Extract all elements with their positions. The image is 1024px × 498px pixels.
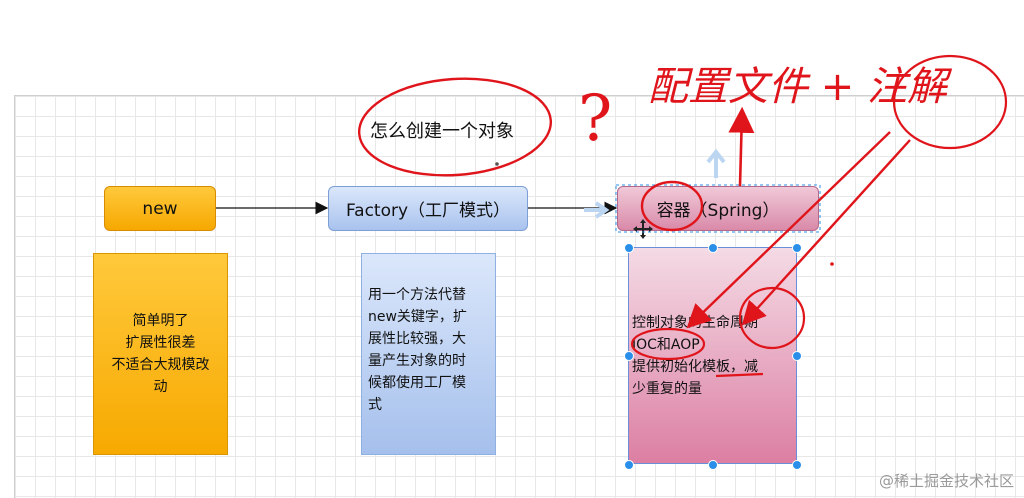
- diagram-title[interactable]: 怎么创建一个对象: [370, 121, 514, 142]
- title-circle: [357, 77, 553, 177]
- ioc-circle: [630, 327, 706, 361]
- resize-handle[interactable]: [708, 460, 718, 470]
- note-container[interactable]: 控制对象的生命周期 IOC和AOP 提供初始化模板，减 少重复的量: [628, 247, 797, 464]
- question-mark: ?: [578, 82, 612, 156]
- note-container-line: 少重复的量: [632, 381, 702, 397]
- note-new-line: 简单明了: [132, 313, 189, 329]
- note-new-line: 动: [153, 379, 168, 395]
- template-underline: [715, 372, 764, 378]
- move-cursor-icon: [633, 219, 653, 239]
- node-new[interactable]: new: [104, 186, 216, 231]
- note-factory[interactable]: 用一个方法代替 new关键字，扩 展性比较强，大 量产生对象的时 候都使用工厂模…: [361, 253, 496, 455]
- note-factory-line: 展性比较强，大: [368, 331, 466, 347]
- resize-handle[interactable]: [624, 351, 634, 361]
- note-container-line: IOC和AOP: [632, 337, 700, 353]
- note-new[interactable]: 简单明了 扩展性很差 不适合大规模改 动: [93, 253, 228, 455]
- node-factory-label: Factory（工厂模式）: [345, 201, 511, 221]
- lifecycle-circle: [738, 286, 806, 350]
- hover-arrow-icon: [584, 201, 610, 219]
- note-container-line: 提供初始化模板，减: [632, 359, 758, 375]
- note-factory-line: new关键字，扩: [368, 309, 467, 325]
- node-container-label: 容器（Spring）: [656, 201, 780, 221]
- resize-handle[interactable]: [792, 243, 802, 253]
- ink-dot: [495, 162, 499, 166]
- watermark: @稀土掘金技术社区: [878, 472, 1014, 490]
- note-factory-line: 量产生对象的时: [368, 353, 466, 369]
- selection-outline: [615, 184, 821, 233]
- annotation-circle: [892, 54, 1008, 150]
- note-factory-line: 候都使用工厂模: [368, 375, 466, 391]
- resize-handle[interactable]: [624, 460, 634, 470]
- diagonal-arrow: [741, 139, 911, 326]
- node-factory[interactable]: Factory（工厂模式）: [328, 186, 528, 231]
- resize-handle[interactable]: [708, 243, 718, 253]
- resize-handle[interactable]: [792, 460, 802, 470]
- container-circle: [640, 180, 704, 232]
- up-arrow: [728, 106, 755, 187]
- diagonal-arrow: [686, 131, 891, 329]
- ink-dot: [830, 262, 834, 266]
- note-new-line: 不适合大规模改: [111, 357, 210, 373]
- note-new-line: 扩展性很差: [125, 335, 196, 351]
- resize-handle[interactable]: [792, 351, 802, 361]
- note-factory-line: 用一个方法代替: [368, 287, 466, 303]
- hover-arrow-icon: [706, 148, 726, 178]
- resize-handle[interactable]: [624, 243, 634, 253]
- handwriting-note: 配置文件 + 注解: [648, 64, 953, 110]
- node-new-label: new: [142, 198, 178, 219]
- note-factory-line: 式: [368, 397, 382, 413]
